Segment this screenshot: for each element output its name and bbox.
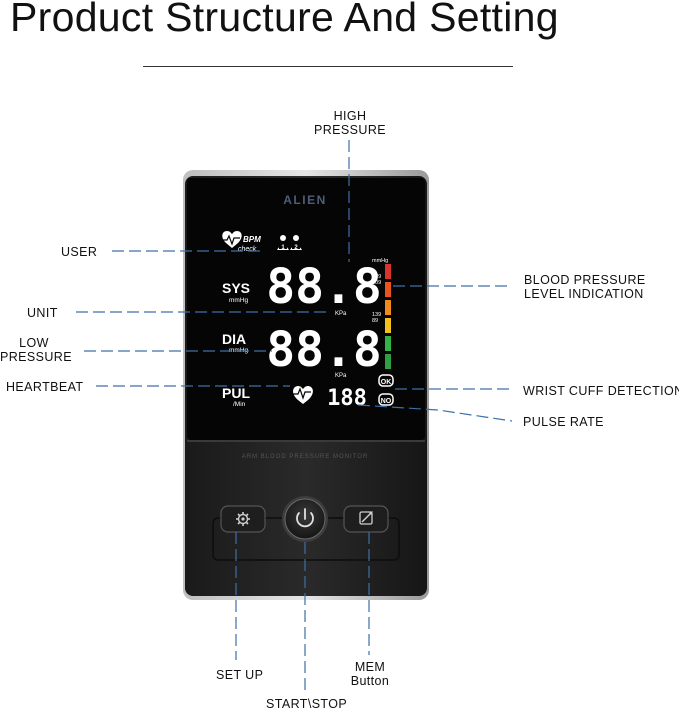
callout-high-pressure: HIGH PRESSURE [310,109,390,137]
callout-mem-line1: MEM [354,660,386,674]
button-panel: ARM BLOOD PRESSURE MONITOR [212,454,400,561]
title-divider [143,66,513,67]
callout-high-pressure-line2: PRESSURE [314,123,386,137]
kpa-label-1: KPa [335,311,347,317]
top-unit: mmHg [372,258,388,264]
callout-bp-level-line1: BLOOD PRESSURE [524,273,646,287]
level-bar-5 [385,336,391,351]
sys-reading: 88.8 [266,259,382,315]
device-body [183,170,429,600]
callout-start-stop: START\STOP [266,697,348,711]
gear-icon [236,512,250,526]
bpm-check-icon: BPM check [222,231,261,253]
level-bar-4 [385,318,391,333]
lcd-content: ALIEN BPM check 1 2 SYS mmHg DIA mmHg PU… [222,193,394,411]
pul-label: PUL [222,385,250,401]
user-icons: 1 2 [277,235,302,251]
callout-pulse-rate: PULSE RATE [523,415,604,429]
user-2-label: 2 [294,245,298,251]
level-indicator-bars [385,264,391,369]
start-stop-button[interactable] [282,496,328,542]
ok-badge-text: OK [381,379,392,386]
level-scale-89: 89 [372,318,378,324]
callout-user: USER [61,245,98,259]
callout-low-pressure-line1: LOW [19,336,49,350]
set-up-button[interactable] [220,505,266,533]
page-title: Product Structure And Setting [10,0,559,40]
pul-unit: /Min [233,401,246,408]
ok-badge: OK [378,374,394,387]
level-bar-6 [385,354,391,369]
heartbeat-icon [292,386,313,404]
brand-logo: ALIEN [283,193,327,207]
callout-bp-level: BLOOD PRESSURE LEVEL INDICATION [524,273,646,301]
level-bar-2 [385,282,391,297]
dia-label: DIA [222,331,246,347]
callout-set-up: SET UP [216,668,264,682]
level-scale-139: 139 [372,312,381,318]
power-icon [296,508,314,528]
callout-low-pressure: LOW PRESSURE [0,336,72,364]
level-scale-109: 109 [372,280,381,286]
callout-heartbeat: HEARTBEAT [6,380,84,394]
callout-mem-line2: Button [350,674,390,688]
level-bar-3 [385,300,391,315]
memory-edit-icon [359,511,373,525]
callout-bp-level-line2: LEVEL INDICATION [524,287,644,301]
no-badge: NO [378,393,394,406]
screen-divider [187,440,425,442]
bpm-label: BPM [243,235,261,244]
panel-caption: ARM BLOOD PRESSURE MONITOR [242,454,369,460]
callout-wrist-cuff: WRIST CUFF DETECTION [523,384,679,398]
user-1-label: 1 [281,245,285,251]
check-label: check [238,246,257,253]
callout-mem: MEM Button [340,660,400,688]
pulse-reading: 188 [327,386,367,411]
dia-reading: 88.8 [266,322,382,378]
kpa-label-2: KPa [335,373,347,379]
leader-pulse-rate [357,404,513,422]
sys-label: SYS [222,280,250,296]
callout-low-pressure-line2: PRESSURE [0,350,72,364]
callout-high-pressure-line1: HIGH [333,109,367,123]
sys-unit: mmHg [229,297,249,304]
leader-lines [76,140,513,690]
mem-button[interactable] [343,505,389,533]
no-badge-text: NO [381,398,392,405]
callout-unit: UNIT [27,306,58,320]
level-scale-179: 179 [372,274,381,280]
level-bar-1 [385,264,391,279]
lcd-screen [187,178,425,440]
